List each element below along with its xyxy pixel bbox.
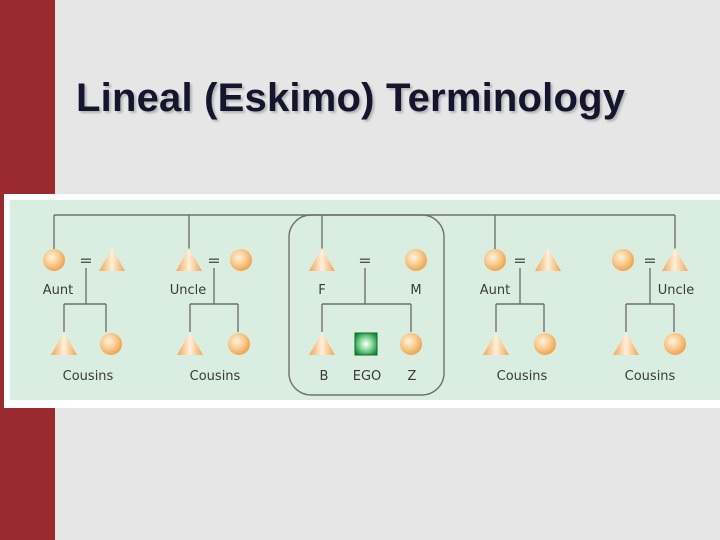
label-uncle-right: Uncle	[658, 283, 695, 298]
brother-triangle	[309, 332, 335, 355]
marriage-equals: =	[513, 251, 526, 270]
label-sister: Z	[408, 369, 417, 384]
label-cousins-4: Cousins	[625, 369, 676, 384]
cousin-female-circle	[100, 333, 122, 355]
marriage-equals: =	[79, 251, 92, 270]
aunt-left-circle	[43, 249, 65, 271]
marriage-equals: =	[358, 251, 371, 270]
label-ego: EGO	[353, 369, 382, 384]
diagram-frame: = = = = = Aunt Uncle F M Aunt Uncle Cous…	[4, 194, 720, 408]
label-aunt-left: Aunt	[43, 283, 73, 298]
uncle-right-triangle	[662, 248, 688, 271]
aunt-right-spouse-triangle	[535, 248, 561, 271]
cousin-male-triangle	[613, 332, 639, 355]
cousin-female-circle	[228, 333, 250, 355]
nuclear-family-box	[288, 214, 445, 396]
slide-title: Lineal (Eskimo) Terminology	[76, 76, 626, 120]
cousin-male-triangle	[483, 332, 509, 355]
label-uncle-left: Uncle	[170, 283, 207, 298]
label-cousins-3: Cousins	[497, 369, 548, 384]
cousin-female-circle	[664, 333, 686, 355]
marriage-equals: =	[207, 251, 220, 270]
label-brother: B	[320, 369, 329, 384]
cousin-male-triangle	[177, 332, 203, 355]
uncle-left-spouse-circle	[230, 249, 252, 271]
label-aunt-right: Aunt	[480, 283, 510, 298]
father-triangle	[309, 248, 335, 271]
aunt-left-spouse-triangle	[99, 248, 125, 271]
mother-circle	[405, 249, 427, 271]
uncle-right-spouse-circle	[612, 249, 634, 271]
label-father: F	[318, 283, 325, 298]
marriage-equals: =	[643, 251, 656, 270]
label-cousins-2: Cousins	[190, 369, 241, 384]
aunt-right-circle	[484, 249, 506, 271]
kinship-diagram: = = = = = Aunt Uncle F M Aunt Uncle Cous…	[10, 200, 720, 400]
sister-circle	[400, 333, 422, 355]
uncle-left-triangle	[176, 248, 202, 271]
connector-lines	[53, 214, 676, 332]
cousin-male-triangle	[51, 332, 77, 355]
cousin-female-circle	[534, 333, 556, 355]
label-mother: M	[410, 283, 421, 298]
label-cousins-1: Cousins	[63, 369, 114, 384]
ego-square	[354, 332, 378, 356]
